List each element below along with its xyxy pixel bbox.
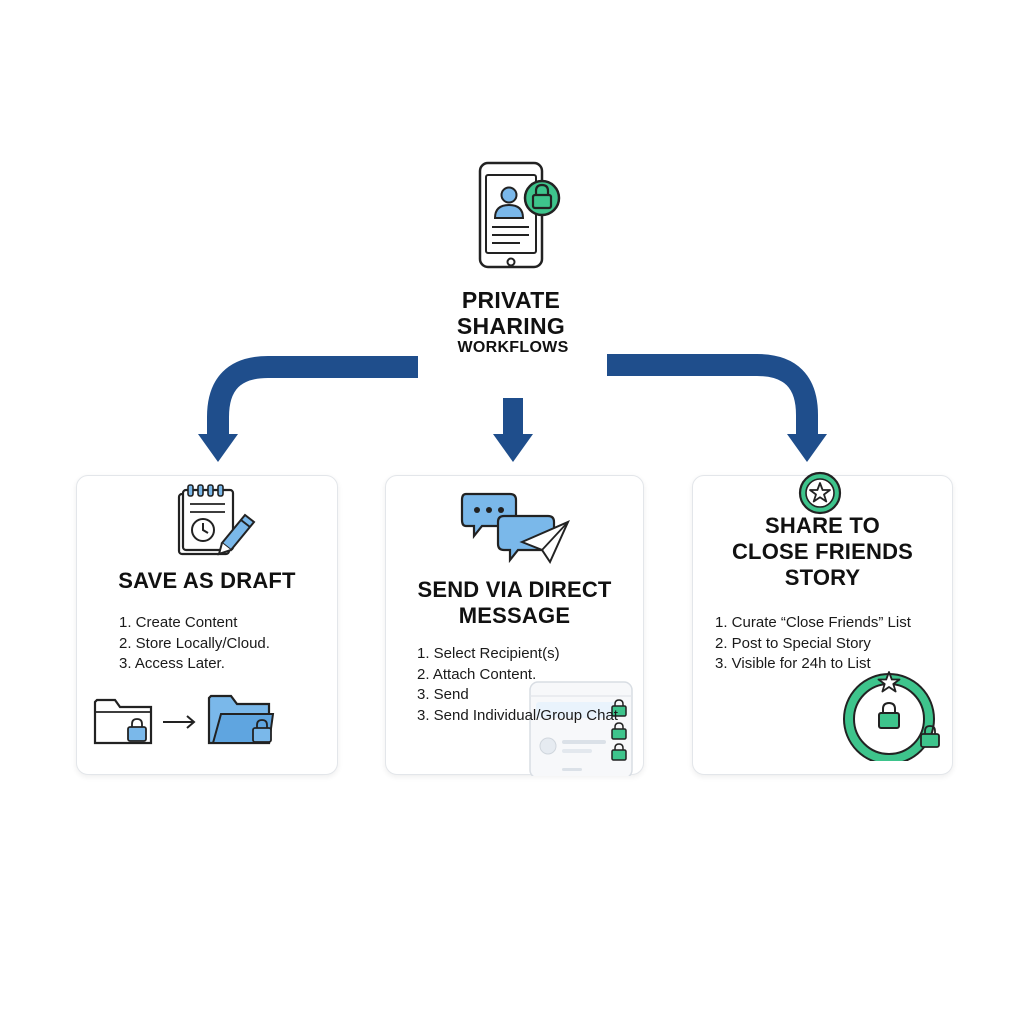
- card-save-as-draft: SAVE AS DRAFT 1. Create Content 2. Store…: [76, 475, 338, 775]
- card-title: SAVE AS DRAFT: [118, 568, 296, 593]
- arrow-to-draft: [207, 356, 418, 437]
- chat-list-lock-icon: [529, 681, 633, 776]
- hub-title: PRIVATE SHARING: [456, 287, 566, 339]
- list-item: 3. Send Individual/Group Chat: [417, 706, 618, 724]
- list-item: 3. Visible for 24h to List: [715, 655, 871, 672]
- arrow-to-dm: [503, 398, 523, 435]
- list-item: 3. Send: [417, 686, 469, 703]
- step-list: 1. Curate “Close Friends” List 2. Post t…: [715, 613, 911, 675]
- hub-subtitle: WORKFLOWS: [457, 339, 569, 356]
- list-item: 2. Post to Special Story: [715, 634, 871, 652]
- folder-lock-to-folder-lock-icon: [93, 694, 275, 745]
- chat-bubbles-paper-plane-icon: [460, 492, 570, 565]
- step-list: 1. Select Recipient(s) 2. Attach Content…: [417, 644, 618, 726]
- list-item: 1. Create Content: [119, 614, 238, 631]
- card-title: SHARE TO CLOSE FRIENDS STORY: [731, 513, 914, 590]
- arrow-to-story: [607, 354, 818, 437]
- notepad-clock-pencil-icon: [177, 484, 256, 556]
- story-ring-lock-icon: [843, 671, 940, 761]
- arrow-head-dm: [493, 434, 533, 462]
- list-item: 2. Store Locally/Cloud.: [119, 634, 270, 652]
- list-item: 3. Access Later.: [119, 655, 225, 672]
- arrow-head-draft: [198, 434, 238, 462]
- smartphone-user-lock-icon: [478, 161, 561, 269]
- step-list: 1. Create Content 2. Store Locally/Cloud…: [119, 613, 270, 675]
- arrow-head-story: [787, 434, 827, 462]
- card-share-to-close-friends-story: SHARE TO CLOSE FRIENDS STORY 1. Curate “…: [692, 471, 953, 775]
- list-item: 1. Curate “Close Friends” List: [715, 614, 911, 631]
- card-title: SEND VIA DIRECT MESSAGE: [417, 577, 612, 628]
- list-item: 1. Select Recipient(s): [417, 645, 560, 662]
- card-send-via-direct-message: SEND VIA DIRECT MESSAGE 1. Select Recipi…: [385, 475, 644, 776]
- list-item: 2. Attach Content.: [417, 665, 537, 683]
- star-badge-icon: [798, 471, 842, 515]
